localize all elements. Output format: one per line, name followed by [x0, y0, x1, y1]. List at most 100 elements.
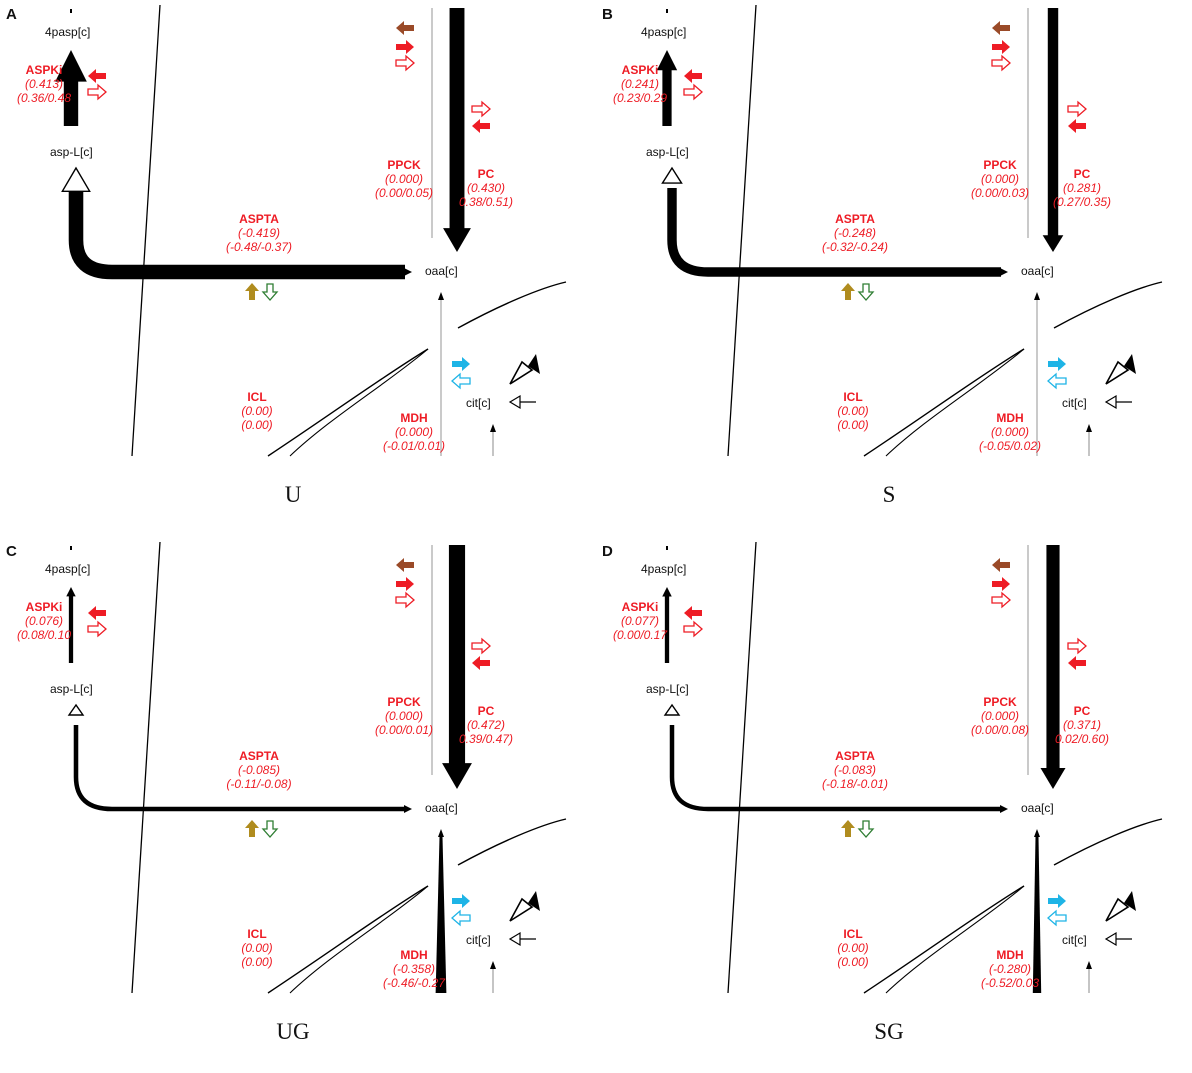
- olive-up-arrow-icon: [841, 820, 855, 837]
- reaction-name: PC: [1073, 704, 1091, 718]
- background-curve: [727, 541, 757, 994]
- reaction-flux: (0.00): [837, 941, 869, 955]
- aspki-flux-arrowhead: [662, 587, 672, 597]
- metabolite-asp: asp-L[c]: [646, 145, 689, 159]
- flux-layer: [55, 8, 540, 456]
- reaction-aspki-label: ASPKi (0.077) (0.00/0.17: [613, 600, 667, 642]
- mdh-arrows: [1047, 894, 1067, 927]
- reaction-flux: (0.413): [24, 77, 64, 91]
- brown-left-arrow-icon: [396, 558, 414, 572]
- aspta-arrows: [841, 820, 875, 838]
- pc-arrows: [1067, 100, 1087, 133]
- cit-filled-big-arrow-icon: [528, 891, 540, 911]
- pathway-svg: [66, 541, 567, 994]
- olive-up-arrow-icon: [245, 820, 259, 837]
- reaction-range: (0.00/0.03): [970, 186, 1030, 200]
- reaction-ppck-label: PPCK (0.000) (0.00/0.03): [971, 158, 1029, 200]
- reaction-flux: (0.000): [384, 172, 424, 186]
- reaction-flux: (0.000): [980, 172, 1020, 186]
- red-left-arrow-icon: [472, 119, 490, 133]
- reaction-range: (0.00/0.05): [374, 186, 434, 200]
- reaction-mdh-label: MDH (0.000) (-0.01/0.01): [383, 411, 445, 453]
- green-down-open-arrow-icon: [857, 820, 875, 838]
- reaction-range: (0.00/0.17: [612, 628, 668, 642]
- metabolite-asp: asp-L[c]: [50, 145, 93, 159]
- reaction-name: PPCK: [983, 695, 1017, 709]
- green-down-open-arrow-icon: [857, 283, 875, 301]
- aspki-arrows: [87, 69, 107, 101]
- red-left-arrow-icon: [684, 606, 702, 620]
- red-left-arrow-icon: [472, 656, 490, 670]
- mdh-arrows: [451, 357, 471, 390]
- background-curve: [289, 885, 429, 994]
- red-right-open-arrow-icon: [1067, 100, 1087, 118]
- reaction-range: (-0.32/-0.24): [821, 240, 889, 254]
- reaction-flux: (-0.083): [833, 763, 877, 777]
- cit-filled-big-arrow-icon: [1124, 354, 1136, 374]
- red-right-open-arrow-icon: [991, 54, 1011, 72]
- reaction-range: (0.36/0.48: [16, 91, 72, 105]
- reaction-flux: (0.00): [241, 941, 273, 955]
- mdh-arrows: [451, 894, 471, 927]
- panel-c: C 4pasp[c] asp-L[c] oaa[c] cit[c] ASPKi …: [0, 537, 596, 1073]
- reaction-name: ASPKi: [621, 600, 659, 614]
- pc-flux-arrowhead: [442, 763, 472, 789]
- pc-arrows: [471, 100, 491, 133]
- aspki-arrows: [683, 69, 703, 101]
- aspki-flux-arrowhead: [66, 587, 76, 597]
- aspta-flux-path: [667, 188, 1001, 277]
- brown-left-arrow-icon: [396, 21, 414, 35]
- reaction-flux: (-0.419): [237, 226, 281, 240]
- background-curve: [457, 281, 567, 329]
- background-curve: [267, 885, 429, 994]
- cit-open-big-arrow-icon: [1105, 897, 1130, 922]
- reaction-pc-label: PC (0.371) 0.02/0.60): [1055, 704, 1109, 746]
- cit-arrow-head: [1104, 394, 1117, 410]
- background-curve: [267, 348, 429, 457]
- red-right-open-arrow-icon: [683, 83, 703, 101]
- aspta-arrows: [841, 283, 875, 301]
- red-right-open-arrow-icon: [471, 100, 491, 118]
- reaction-name: ICL: [843, 390, 863, 404]
- aspki-arrows: [87, 606, 107, 638]
- metabolite-4pasp: 4pasp[c]: [45, 25, 91, 39]
- aspta-asp-open-arrowhead: [61, 166, 91, 193]
- reaction-flux: (0.430): [466, 181, 506, 195]
- cit-filled-big-arrow-icon: [1124, 891, 1136, 911]
- red-left-arrow-icon: [1068, 656, 1086, 670]
- reaction-range: (0.23/0.29: [612, 91, 668, 105]
- reaction-name: ASPTA: [835, 749, 875, 763]
- background-curve: [1053, 818, 1163, 866]
- cyan-right-arrow-icon: [452, 894, 470, 908]
- ppck-arrows: [395, 21, 415, 72]
- reaction-flux: (0.472): [466, 718, 506, 732]
- aspta-flux-path: [669, 725, 1001, 812]
- aspki-flux-arrowhead: [55, 50, 87, 82]
- reaction-flux: (0.000): [990, 425, 1030, 439]
- cit-input-arrowhead: [490, 424, 496, 432]
- red-right-arrow-icon: [396, 577, 414, 591]
- mdh-oaa-arrowhead: [1034, 292, 1040, 300]
- cit-input-arrowhead: [1086, 961, 1092, 969]
- reaction-name: PPCK: [983, 158, 1017, 172]
- reaction-range: (0.00): [241, 418, 273, 432]
- cit-open-big-arrow-icon: [1105, 360, 1130, 385]
- aspta-asp-open-arrowhead: [661, 166, 683, 184]
- reaction-flux: (0.241): [620, 77, 660, 91]
- pc-arrows: [471, 637, 491, 670]
- reaction-range: (-0.46/-0.27: [382, 976, 446, 990]
- reaction-name: PC: [477, 704, 495, 718]
- reaction-range: (0.27/0.35): [1052, 195, 1112, 209]
- reaction-flux: (-0.280): [988, 962, 1032, 976]
- reaction-mdh-label: MDH (-0.358) (-0.46/-0.27: [383, 948, 445, 990]
- cyan-right-arrow-icon: [1048, 894, 1066, 908]
- aspta-arrows: [245, 820, 279, 838]
- olive-up-arrow-icon: [841, 283, 855, 300]
- panel-letter: D: [602, 543, 613, 560]
- brown-left-arrow-icon: [992, 558, 1010, 572]
- ppck-arrows: [991, 558, 1011, 609]
- reaction-aspta-label: ASPTA (-0.419) (-0.48/-0.37): [226, 212, 292, 254]
- metabolite-oaa: oaa[c]: [1021, 264, 1054, 278]
- reaction-flux: (0.281): [1062, 181, 1102, 195]
- mdh-oaa-arrowhead: [1034, 829, 1040, 837]
